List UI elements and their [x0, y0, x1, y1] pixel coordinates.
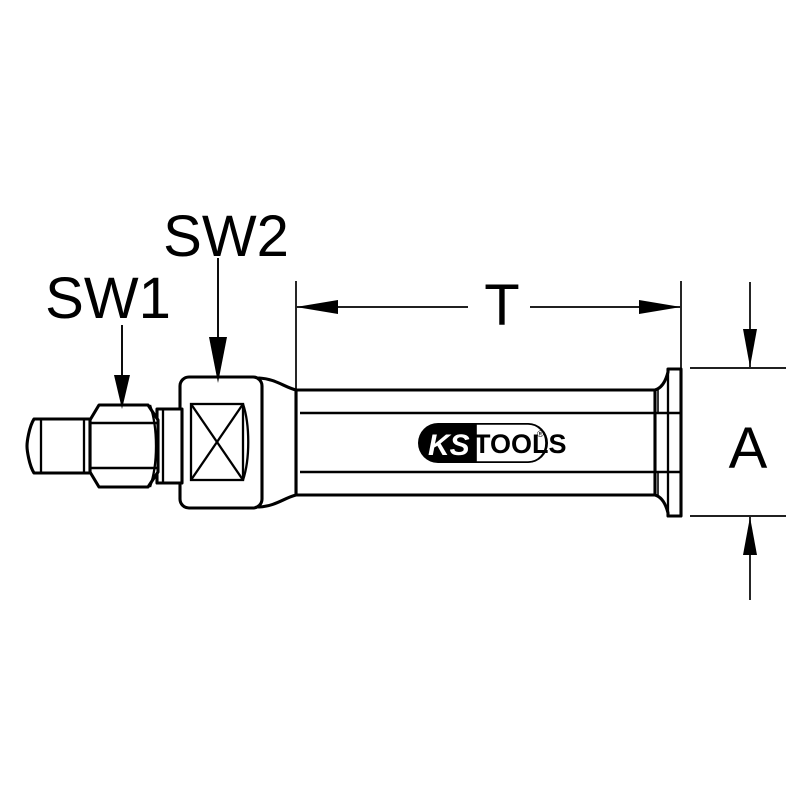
- dimension-a: A: [690, 282, 786, 600]
- a-arrow-head-bottom: [743, 517, 757, 555]
- sw1-arrow-head: [114, 375, 130, 409]
- collar: [155, 407, 184, 485]
- square-drive-edge-arc: [241, 403, 250, 481]
- dimension-sw2: SW2: [163, 204, 289, 383]
- square-drive-socket: [189, 402, 245, 482]
- logo-text-ks: KS: [428, 429, 470, 462]
- shoulder-taper: [257, 376, 298, 509]
- a-arrow-head-top: [743, 329, 757, 367]
- t-arrow-head-left: [296, 300, 338, 314]
- hex-block-sw2: [178, 375, 264, 510]
- t-arrow-head-right: [639, 300, 681, 314]
- hex-nut-sw1: [88, 403, 160, 489]
- ks-tools-logo: KS TOOLS ®: [418, 423, 567, 463]
- square-drive-cross-b: [190, 403, 244, 481]
- hex-nut-edge-arc: [148, 404, 158, 488]
- dimension-sw1: SW1: [45, 266, 171, 409]
- a-label: A: [729, 416, 768, 481]
- t-label: T: [484, 273, 519, 338]
- sw1-label: SW1: [45, 266, 171, 331]
- logo-trademark-symbol: ®: [537, 429, 544, 439]
- logo-pill-right-half: [475, 423, 547, 463]
- part-geometry: [25, 367, 683, 518]
- square-drive-tip: [25, 417, 92, 475]
- logo-text-tools: TOOLS: [474, 429, 567, 459]
- sw2-arrow-head: [209, 337, 227, 383]
- dimension-t: T: [295, 273, 682, 391]
- sw2-label: SW2: [163, 204, 289, 269]
